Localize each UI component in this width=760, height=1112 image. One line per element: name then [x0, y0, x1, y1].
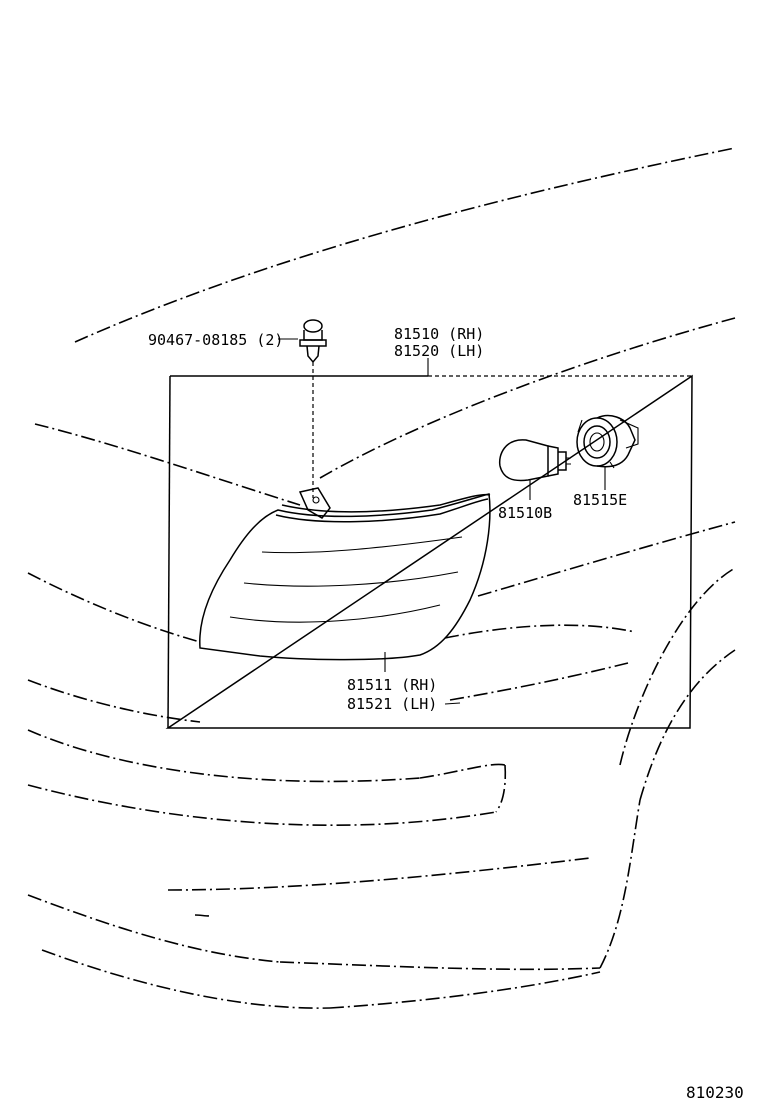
socket-icon	[576, 414, 639, 490]
callout-bulb: 81510B	[498, 504, 552, 522]
vehicle-body-outline	[27, 147, 736, 1009]
callout-lens-lh: 81521 (LH)	[347, 695, 437, 713]
lens-icon	[199, 487, 491, 672]
callout-lamp-assy-lh: 81520 (LH)	[394, 342, 484, 360]
clip-icon	[278, 319, 327, 498]
callout-clip: 90467-08185 (2)	[148, 331, 283, 349]
callout-lamp-assy-rh: 81510 (RH)	[394, 325, 484, 343]
bulb-icon	[498, 439, 571, 500]
lens-leader	[444, 702, 461, 705]
callout-socket: 81515E	[573, 491, 627, 509]
callout-lens-rh: 81511 (RH)	[347, 676, 437, 694]
diagram-code: 810230	[686, 1083, 744, 1102]
assembly-box	[165, 358, 693, 729]
